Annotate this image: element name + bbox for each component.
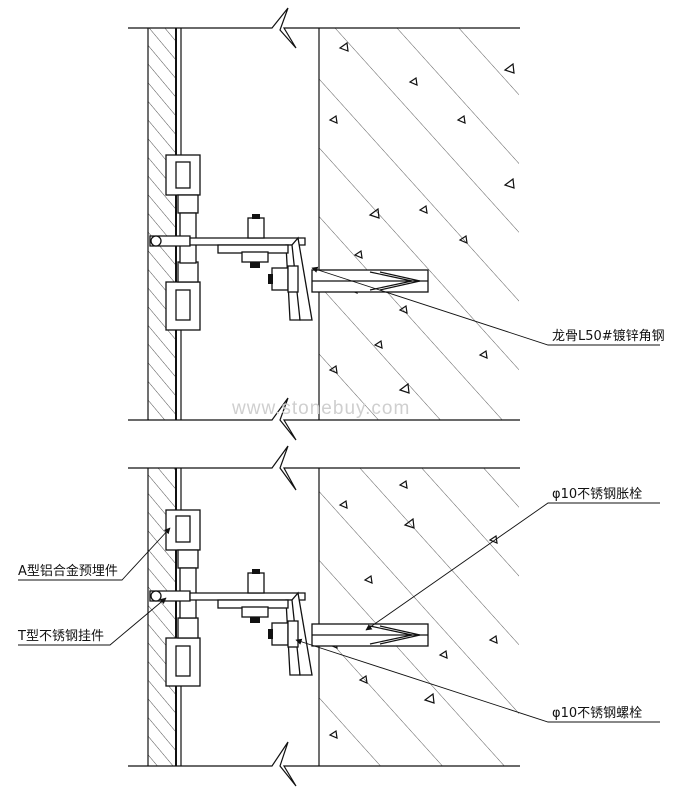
annotation-expansion-bolt: φ10不锈钢胀栓 — [365, 487, 660, 631]
upper-section — [128, 7, 520, 441]
annotation-t-type-hanger: T型不锈钢挂件 — [17, 597, 167, 646]
t-hanger-lower — [149, 590, 191, 602]
label-a-type-part: A型铝合金预埋件 — [18, 563, 118, 579]
a-type-embed-lower — [165, 509, 201, 687]
break-line-bottom — [128, 741, 520, 787]
label-expansion-bolt: φ10不锈钢胀栓 — [552, 487, 642, 502]
lower-section — [128, 445, 520, 787]
annotation-ss-bolt: φ10不锈钢螺栓 — [295, 638, 660, 723]
label-ss-bolt: φ10不锈钢螺栓 — [552, 706, 642, 721]
watermark-text: www.stonebuy.com — [231, 398, 410, 419]
ss-bolt-upper — [241, 214, 269, 268]
break-line-top — [128, 7, 520, 49]
a-type-embed-upper — [165, 154, 201, 331]
expansion-bolt-upper — [268, 265, 429, 293]
concrete-wall — [319, 468, 519, 766]
concrete-wall — [319, 28, 519, 420]
break-line-top — [128, 445, 520, 491]
label-keel-angle: 龙骨L50#镀锌角钢 — [552, 328, 665, 344]
angle-steel-upper — [189, 236, 313, 321]
expansion-bolt-lower — [268, 620, 429, 648]
label-t-type-hanger: T型不锈钢挂件 — [17, 629, 104, 644]
annotation-a-type-part: A型铝合金预埋件 — [18, 527, 171, 581]
angle-steel-lower — [189, 591, 313, 676]
stone-panel — [148, 28, 176, 420]
break-line-bottom — [128, 397, 520, 441]
t-hanger-upper — [149, 235, 191, 247]
ss-bolt-lower — [241, 569, 269, 623]
annotation-keel-angle: 龙骨L50#镀锌角钢 — [311, 266, 665, 346]
